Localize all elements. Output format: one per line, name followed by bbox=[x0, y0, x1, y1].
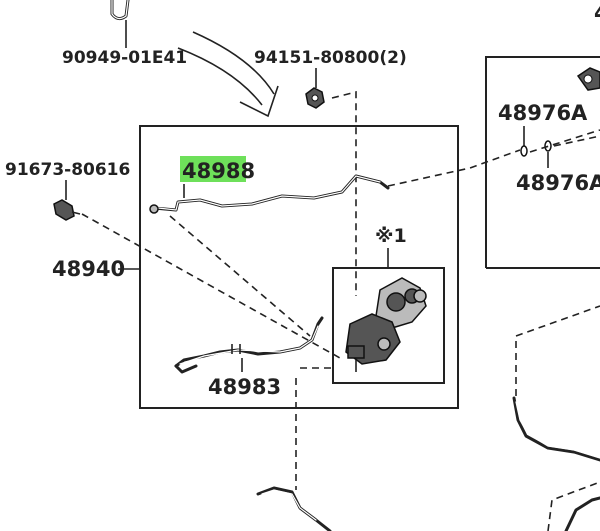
hose-lower-right bbox=[512, 396, 600, 462]
hose-fragment-bottom bbox=[256, 486, 332, 531]
label-91673-80616: 91673-80616 bbox=[5, 160, 130, 180]
hose-corner bbox=[564, 496, 600, 531]
clip-91673-icon bbox=[53, 199, 81, 221]
dashed-line-94151 bbox=[331, 90, 357, 296]
right-assembly-box bbox=[485, 56, 600, 268]
dashed-line-48988-right bbox=[387, 149, 521, 187]
valve-assembly-icon bbox=[345, 277, 427, 372]
label-48988: 48988 bbox=[182, 159, 255, 183]
dashed-line-48988-down bbox=[169, 215, 311, 337]
grommet-top-icon bbox=[520, 145, 528, 157]
corner-fragment: 4 bbox=[594, 1, 600, 25]
right-part-top-icon bbox=[576, 67, 600, 91]
dashed-line-right-1 bbox=[529, 129, 600, 153]
hose-fragment-top bbox=[110, 0, 130, 44]
label-48976a-bottom: 48976A bbox=[516, 171, 600, 195]
label-90949-01e41: 90949-01E41 bbox=[62, 48, 187, 68]
hose-48988 bbox=[149, 174, 390, 214]
dashed-line-right-2 bbox=[553, 135, 600, 147]
bolt-94151-icon bbox=[305, 87, 325, 109]
direction-arrow bbox=[177, 31, 279, 118]
label-48976a-top: 48976A bbox=[498, 101, 588, 125]
highlight-48988 bbox=[180, 156, 246, 182]
dashed-line-lower-right-2 bbox=[547, 481, 600, 531]
label-48983: 48983 bbox=[208, 375, 281, 399]
note-mark: ※1 bbox=[375, 225, 407, 247]
dashed-line-lower-right bbox=[515, 305, 600, 396]
main-assembly-box bbox=[139, 125, 459, 409]
hose-48983 bbox=[174, 316, 324, 374]
label-94151-80800: 94151-80800(2) bbox=[254, 48, 407, 68]
dashed-line-91673 bbox=[81, 213, 341, 359]
label-48940: 48940 bbox=[52, 257, 125, 281]
